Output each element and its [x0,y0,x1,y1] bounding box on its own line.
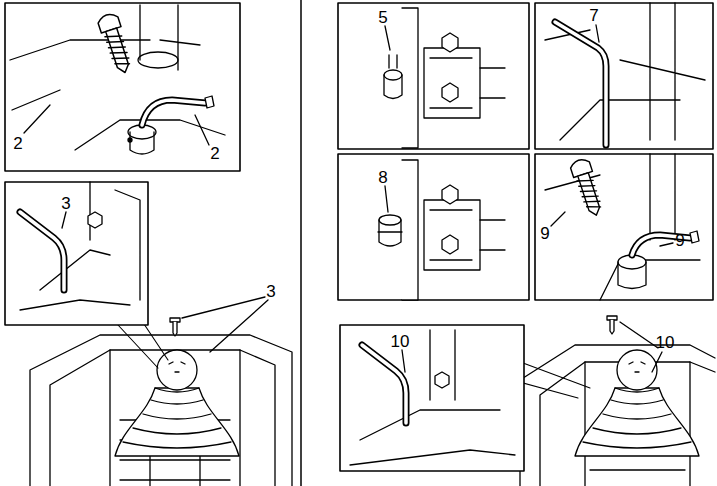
callout-number: 3 [59,194,72,213]
callout-number: 8 [376,168,389,187]
callout-number: 9 [538,224,551,243]
callout-number: 5 [376,8,389,27]
callout-number: 10 [389,332,412,351]
callout-number: 2 [11,134,24,153]
callout-number: 7 [587,6,600,25]
callout-number: 10 [654,333,677,352]
callout-number: 9 [673,231,686,250]
callout-number: 3 [264,282,277,301]
callout-number: 2 [208,144,221,163]
